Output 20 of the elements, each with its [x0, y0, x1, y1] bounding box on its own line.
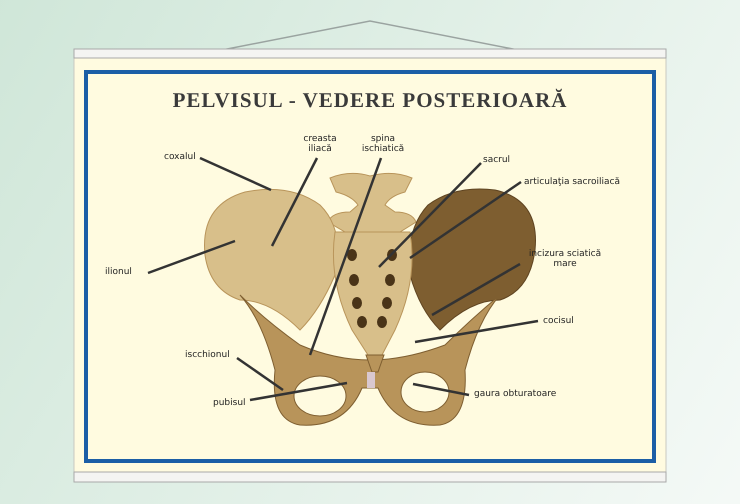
- leader-line: [378, 162, 482, 268]
- part-label: pubisul: [213, 398, 246, 408]
- part-label: coxalul: [164, 152, 196, 162]
- part-label: cocisul: [543, 316, 574, 326]
- part-label: creasta iliacă: [295, 134, 345, 154]
- part-label: iscchionul: [185, 350, 230, 360]
- part-label: articulaţia sacroiliacă: [524, 177, 620, 187]
- leader-line: [236, 356, 284, 392]
- part-label: gaura obturatoare: [474, 389, 556, 399]
- part-label: spina ischiatică: [355, 134, 411, 154]
- leader-line: [409, 180, 522, 260]
- leader-line: [414, 320, 538, 344]
- part-label: ilionul: [105, 267, 132, 277]
- leader-line: [250, 382, 348, 402]
- leader-line: [431, 262, 521, 316]
- leader-line: [199, 156, 272, 192]
- poster-title: PELVISUL - VEDERE POSTERIOARĂ: [172, 88, 568, 113]
- part-label: sacrul: [483, 155, 510, 165]
- leader-line: [270, 157, 318, 247]
- leader-line: [148, 240, 236, 274]
